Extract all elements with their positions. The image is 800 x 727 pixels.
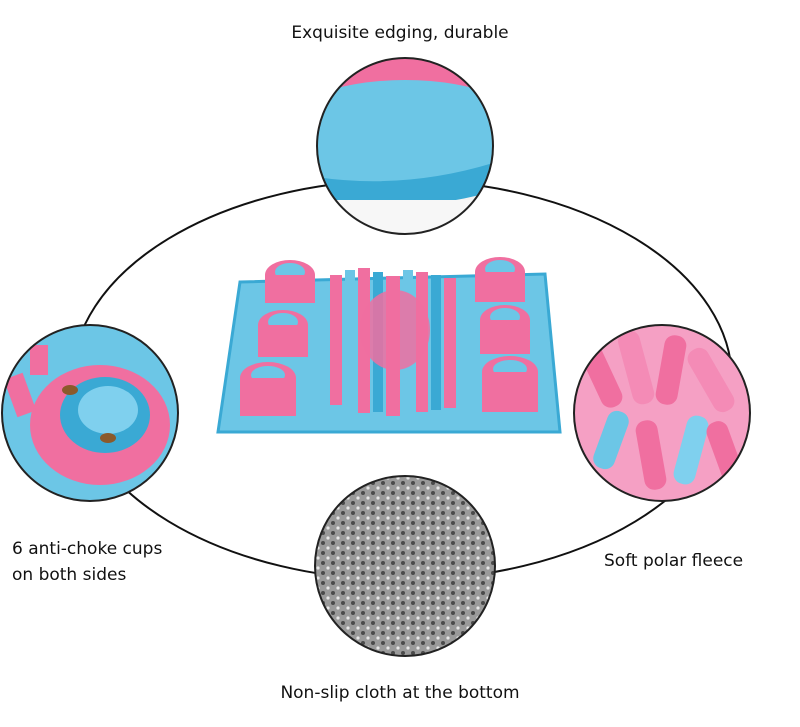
fleece-strips: [330, 268, 469, 416]
cup-mid-left: [258, 310, 308, 357]
caption-nonslip: Non-slip cloth at the bottom: [280, 683, 520, 703]
detail-circle-fleece: [574, 325, 750, 501]
caption-edging: Exquisite edging, durable: [291, 23, 509, 43]
detail-circle-nonslip: [315, 476, 495, 656]
cup-top-left: [265, 260, 315, 303]
detail-circle-cup: [2, 325, 178, 501]
caption-fleece: Soft polar fleece: [604, 551, 744, 571]
caption-cups: 6 anti-choke cups on both sides: [12, 536, 162, 589]
snuffle-mat: [216, 257, 562, 434]
cup-mid-right: [480, 305, 530, 354]
detail-circle-edging: [317, 58, 493, 234]
caption-cups-line2: on both sides: [12, 565, 127, 586]
cup-bottom-right: [482, 356, 538, 412]
cup-top-right: [475, 257, 525, 302]
caption-cups-line1: 6 anti-choke cups: [12, 539, 163, 559]
cup-bottom-left: [240, 362, 296, 416]
